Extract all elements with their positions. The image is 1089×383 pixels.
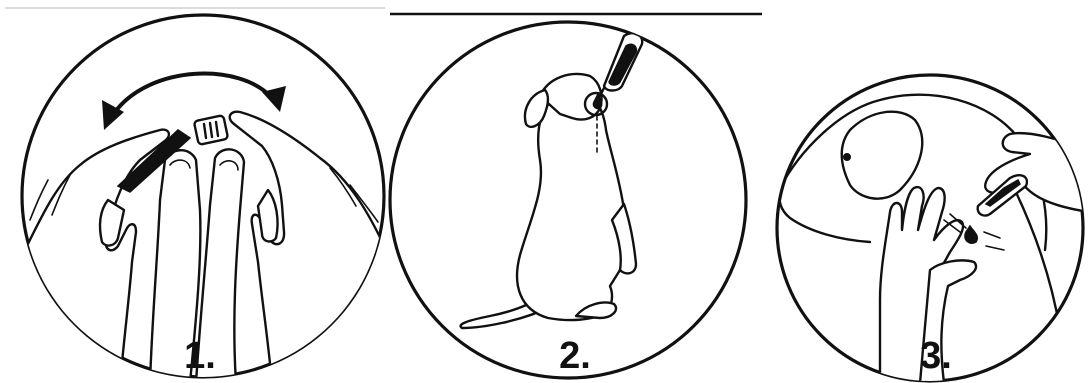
step-3-panel: 3.	[775, 73, 1085, 383]
step-3-illustration-parting-fur-applying	[778, 93, 1083, 381]
step-1-number: 1.	[184, 335, 216, 377]
dog-eye	[843, 153, 851, 161]
step-2-panel: 2.	[388, 20, 748, 380]
arrow-head-right	[262, 86, 286, 112]
snap-motion-arrow	[113, 71, 274, 114]
step-2-number: 2.	[559, 335, 591, 377]
step-1-panel: 1.	[20, 13, 386, 379]
step-3-number: 3.	[920, 335, 952, 377]
arrow-head-left	[102, 100, 124, 130]
step-2-illustration-dog-sitting	[459, 32, 644, 330]
